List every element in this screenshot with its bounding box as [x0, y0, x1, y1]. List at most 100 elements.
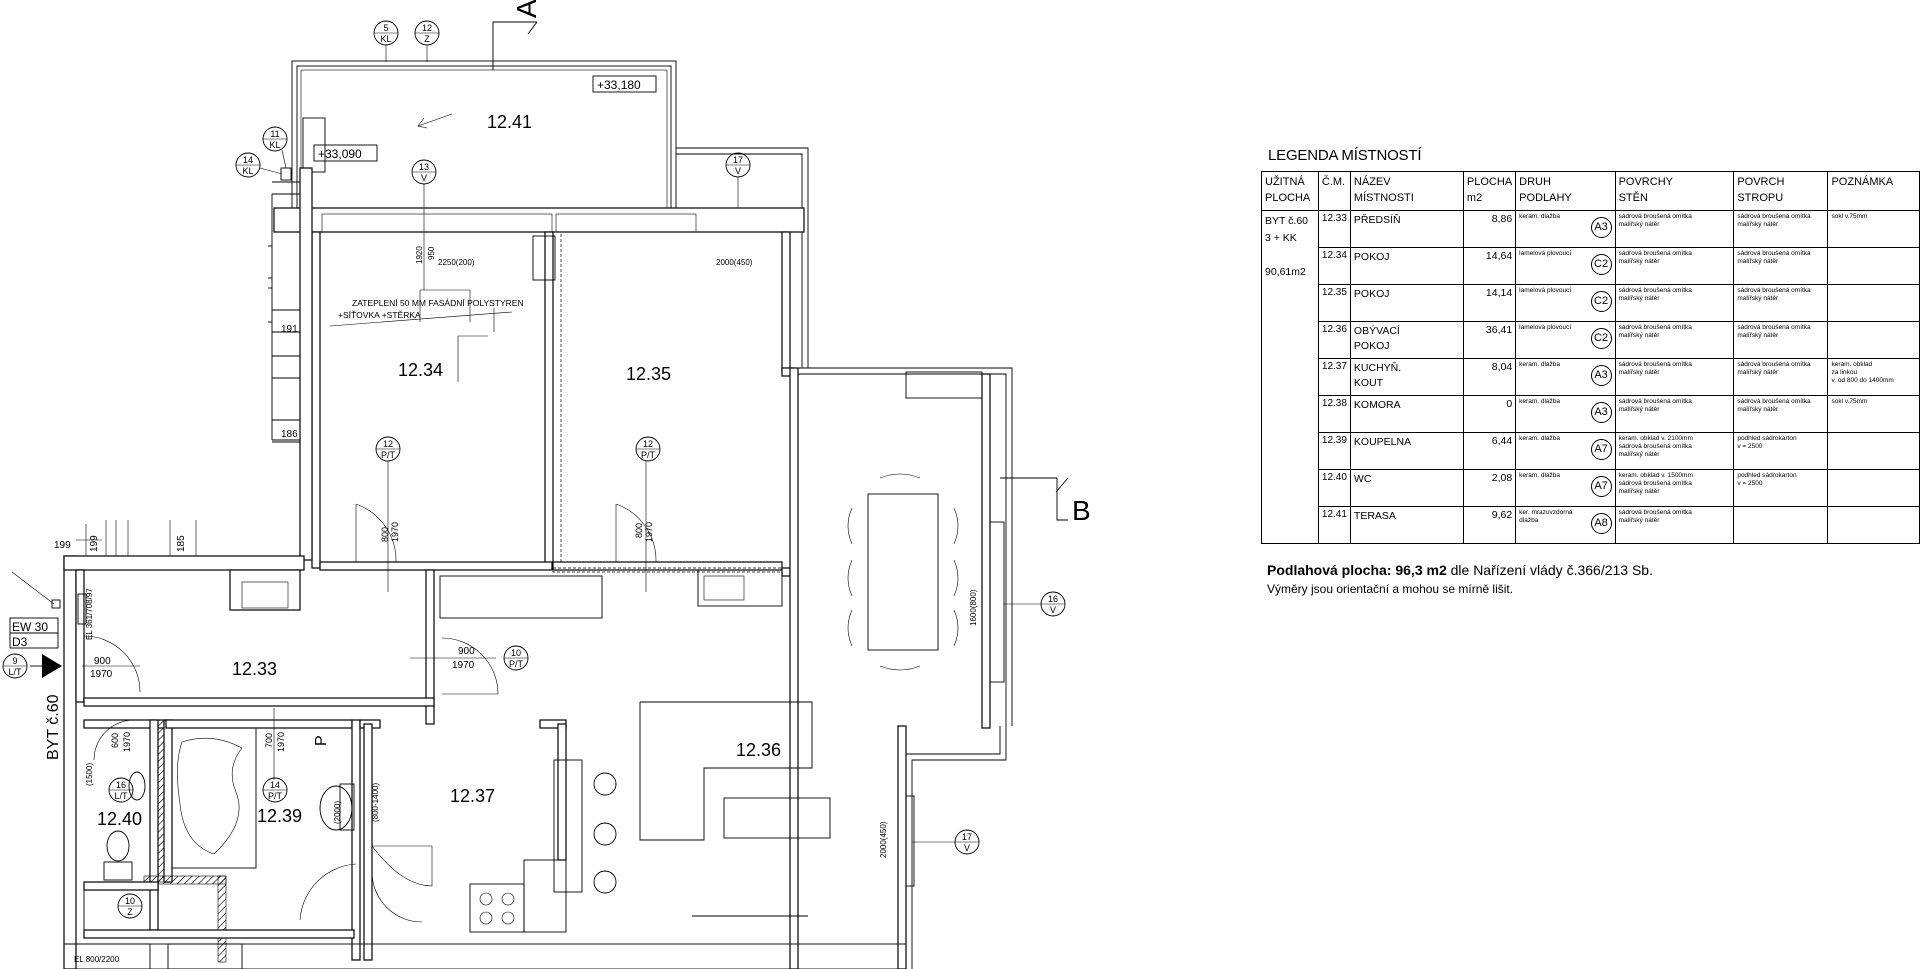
- room-note: sokl v.75mm: [1827, 210, 1920, 248]
- dim-door-900-b: 900: [458, 646, 475, 657]
- room-number: 12.39: [1317, 432, 1351, 470]
- room-label-12-37: 12.37: [450, 786, 495, 806]
- dim-199-b: 199: [89, 535, 100, 552]
- dim-door-1970-e: 1970: [122, 732, 132, 752]
- room-note: [1827, 432, 1920, 470]
- svg-text:Z: Z: [127, 907, 133, 917]
- level-b: +33,090: [318, 147, 362, 161]
- room-number: 12.34: [1317, 247, 1351, 285]
- tag-13-v: 13V: [411, 159, 437, 290]
- dim-800-1400: (800-1400): [371, 783, 380, 822]
- dim-2000-wc: (2000): [333, 801, 342, 824]
- dim-199-a: 199: [54, 540, 71, 551]
- dim-door-1970-a: 1970: [390, 522, 400, 542]
- terrace-walls: A +33,180 +33,090: [280, 0, 677, 212]
- room-area: 8,04: [1462, 358, 1517, 396]
- svg-text:P/T: P/T: [268, 791, 283, 801]
- room-label-12-33: 12.33: [232, 659, 277, 679]
- room-note: [1827, 506, 1920, 544]
- svg-text:V: V: [735, 166, 741, 176]
- room-number: 12.35: [1317, 284, 1351, 322]
- insulation-note-line-2: +SÍŤOVKA +STĚRKA: [338, 310, 421, 320]
- dim-door-900-a: 900: [94, 656, 111, 667]
- floor-code-badge: C2: [1590, 328, 1612, 349]
- room-area: 9,62: [1462, 506, 1517, 544]
- room-area: 14,14: [1462, 284, 1517, 322]
- dim-door-700: 700: [264, 733, 274, 748]
- room-area: 6,44: [1462, 432, 1517, 470]
- tag-17-v-bottom: 17V: [912, 829, 980, 855]
- svg-text:9: 9: [12, 656, 17, 666]
- unit-side-label: BYT č.60: [45, 694, 62, 760]
- section-b-label: B: [1072, 495, 1091, 526]
- room-number: 12.41: [1317, 506, 1351, 544]
- svg-text:14: 14: [243, 155, 253, 165]
- svg-text:16: 16: [116, 780, 126, 790]
- svg-text:17: 17: [962, 832, 972, 842]
- svg-text:L/T: L/T: [8, 667, 22, 677]
- room-area: 2,08: [1462, 469, 1517, 507]
- room-label-12-35: 12.35: [626, 364, 671, 384]
- room-note: [1827, 247, 1920, 285]
- dimensions: 2250(200) 2000(450) 1920 950 191 186 199…: [54, 246, 978, 858]
- svg-text:11: 11: [270, 129, 279, 139]
- dim-185: 185: [176, 535, 187, 552]
- room-note: [1827, 321, 1920, 359]
- floor-code-badge: A3: [1590, 402, 1612, 423]
- tag-10-pt: 10P/T: [503, 645, 529, 671]
- svg-text:P/T: P/T: [381, 450, 396, 460]
- room-number: 12.40: [1317, 469, 1351, 507]
- svg-text:KL: KL: [269, 140, 280, 150]
- floor-area-regulation: dle Nařízení vlády č.366/213 Sb.: [1450, 562, 1653, 578]
- floor-code-badge: A7: [1590, 439, 1612, 460]
- floor-plan: A +33,180 +33,090 B: [2, 0, 1091, 969]
- svg-text:14: 14: [270, 780, 280, 790]
- svg-text:12: 12: [422, 23, 432, 33]
- room-name: KUCHYŇ.KOUT: [1349, 358, 1464, 396]
- svg-text:KL: KL: [380, 34, 391, 44]
- p-label: P: [313, 735, 330, 746]
- dim-2000-top: 2000(450): [716, 258, 753, 267]
- dim-1600: 1600(800): [969, 589, 978, 626]
- dim-950: 950: [427, 246, 436, 260]
- svg-text:P/T: P/T: [641, 450, 656, 460]
- svg-text:Z: Z: [424, 34, 430, 44]
- floor-code-badge: C2: [1590, 254, 1612, 275]
- insulation-note-line-1: ZATEPLENÍ 50 MM FASÁDNÍ POLYSTYREN: [352, 298, 524, 308]
- header-room-no: Č.M.: [1317, 171, 1351, 211]
- d3-label: D3: [12, 635, 28, 649]
- room-number: 12.33: [1317, 210, 1351, 248]
- room-label-12-39: 12.39: [257, 806, 302, 826]
- svg-text:L/T: L/T: [114, 791, 128, 801]
- level-a: +33,180: [597, 78, 641, 92]
- room-number: 12.37: [1317, 358, 1351, 396]
- dim-191: 191: [281, 324, 298, 335]
- tag-12-pt-b: 12P/T: [635, 436, 661, 592]
- svg-text:5: 5: [383, 23, 388, 33]
- el-vertical-label: EL 361/708/97: [85, 588, 94, 640]
- room-note: [1827, 284, 1920, 322]
- room-labels: 12.41 12.34 12.35 12.33 12.36 12.37 12.4…: [97, 112, 781, 829]
- room-name: PŘEDSÍŇ: [1349, 210, 1464, 248]
